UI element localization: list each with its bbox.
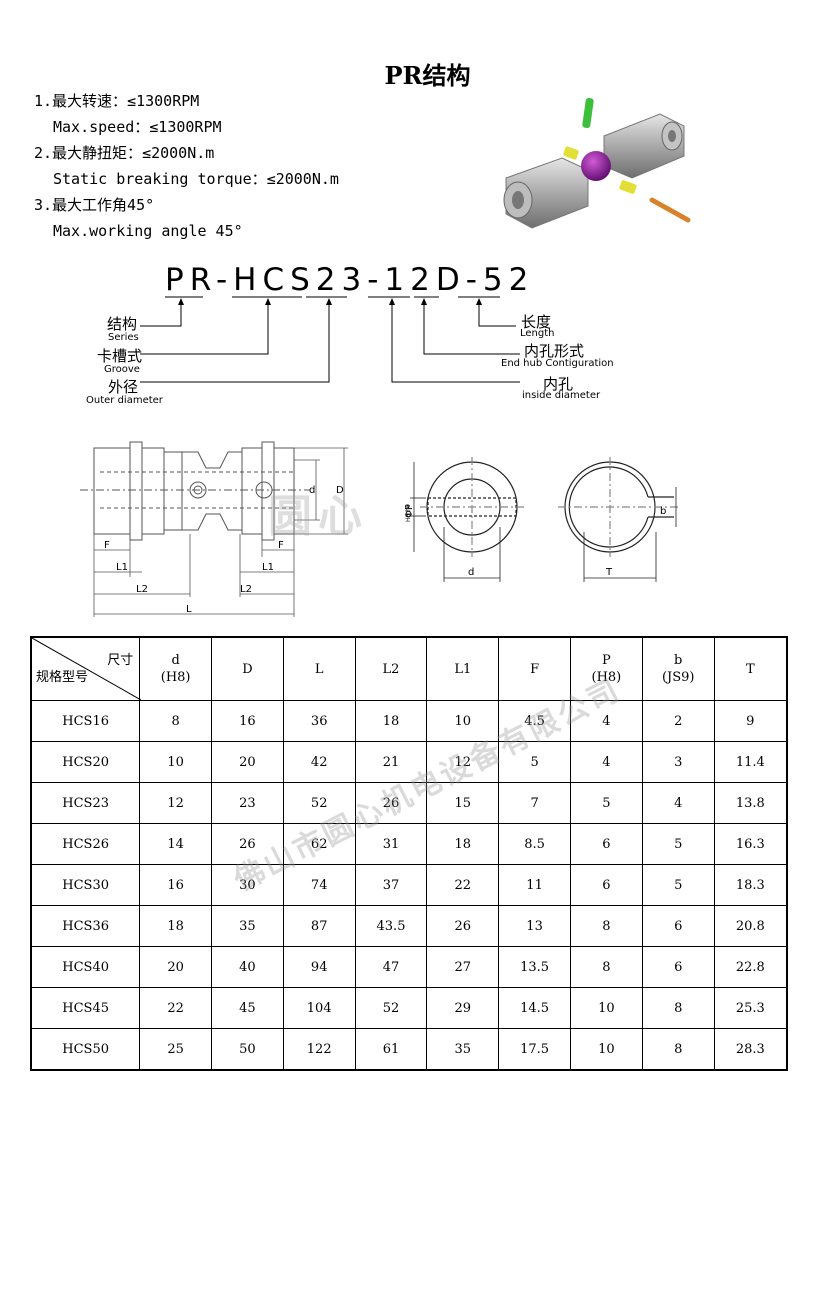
corner-dimension-label: 尺寸	[107, 653, 134, 668]
left-yoke-icon	[503, 157, 589, 229]
header-D: D	[211, 636, 284, 701]
orange-pin-icon	[649, 197, 691, 223]
dim-D-label: D	[336, 485, 344, 496]
end-view-keyway-drawing	[558, 457, 680, 557]
dim-d-label: d	[309, 485, 315, 496]
page-title: PR结构	[384, 61, 471, 90]
corner-model-label: 规格型号	[36, 670, 89, 685]
table-corner-cell: 尺寸 规格型号	[30, 636, 141, 701]
header-b: b(JS9)	[641, 636, 715, 701]
side-view-drawing	[80, 441, 310, 541]
model-code-callout-lines	[140, 296, 520, 383]
cross-ball-icon	[581, 151, 611, 181]
spec-speed-cn: 1.最大转速：≤1300RPM	[34, 92, 200, 110]
dim-F-label: F	[104, 540, 110, 551]
spec-angle-en: Max.working angle 45°	[53, 222, 243, 240]
series-label-cn: 结构	[107, 315, 138, 333]
dim-L-label: L	[186, 604, 192, 615]
dim-b-label: b	[660, 506, 666, 517]
endhub-label-cn: 内孔形式	[524, 342, 585, 360]
yellow-pin-icon-2	[619, 180, 637, 194]
inner-diameter-label-en: inside diameter	[522, 390, 601, 401]
spec-table: 尺寸 规格型号 d(H8) D L L2 L1 F P(H8) b(JS9) T…	[30, 636, 788, 1071]
dim-L1-label: L1	[116, 562, 128, 573]
table-header-row: 尺寸 规格型号 d(H8) D L L2 L1 F P(H8) b(JS9) T	[30, 636, 788, 701]
inner-diameter-label-cn: 内孔	[543, 375, 574, 393]
length-label-cn: 长度	[521, 313, 552, 331]
outer-diameter-label-cn: 外径	[108, 378, 139, 396]
technical-drawing: d D F F L1 L1 L2 L2 L ΦP H8 h6 d b T	[80, 441, 680, 617]
header-d: d(H8)	[139, 636, 213, 701]
green-pin-icon	[582, 97, 594, 129]
dim-T-label: T	[605, 567, 613, 578]
groove-label-en: Groove	[104, 364, 140, 375]
spec-torque-cn: 2.最大静扭矩：≤2000N.m	[34, 144, 215, 162]
dim-tolerance-label: H8 h6	[405, 504, 412, 522]
groove-label-cn: 卡槽式	[97, 347, 143, 365]
model-code: PR-HCS23-12D-52	[165, 262, 535, 298]
header-T: T	[713, 636, 788, 701]
dim-L2-label-right: L2	[240, 584, 252, 595]
header-L1: L1	[426, 636, 500, 701]
dim-L2-label: L2	[136, 584, 148, 595]
spec-list: 1.最大转速：≤1300RPM Max.speed：≤1300RPM 2.最大静…	[34, 88, 339, 244]
dim-L1-label-right: L1	[262, 562, 274, 573]
end-view-bore-drawing	[420, 457, 524, 557]
right-yoke-icon	[603, 113, 685, 179]
series-label-en: Series	[108, 332, 139, 343]
coupling-product-illustration	[503, 97, 691, 229]
header-L2: L2	[354, 636, 428, 701]
outer-diameter-label-en: Outer diameter	[86, 395, 163, 406]
header-L: L	[282, 636, 356, 701]
spec-torque-en: Static breaking torque：≤2000N.m	[53, 170, 339, 188]
dim-F-label-right: F	[278, 540, 284, 551]
length-label-en: Length	[520, 328, 555, 339]
dim-bore-d-label: d	[468, 567, 474, 578]
spec-angle-cn: 3.最大工作角45°	[34, 196, 155, 214]
header-P: P(H8)	[569, 636, 643, 701]
corner-diagonal	[32, 638, 141, 700]
spec-speed-en: Max.speed：≤1300RPM	[53, 118, 222, 136]
dim-phiP-label: ΦP	[404, 504, 415, 518]
endhub-label-en: End hub Contiguration	[501, 358, 614, 369]
watermark-logo: 圆心	[268, 491, 368, 542]
yellow-pin-icon	[563, 146, 579, 160]
